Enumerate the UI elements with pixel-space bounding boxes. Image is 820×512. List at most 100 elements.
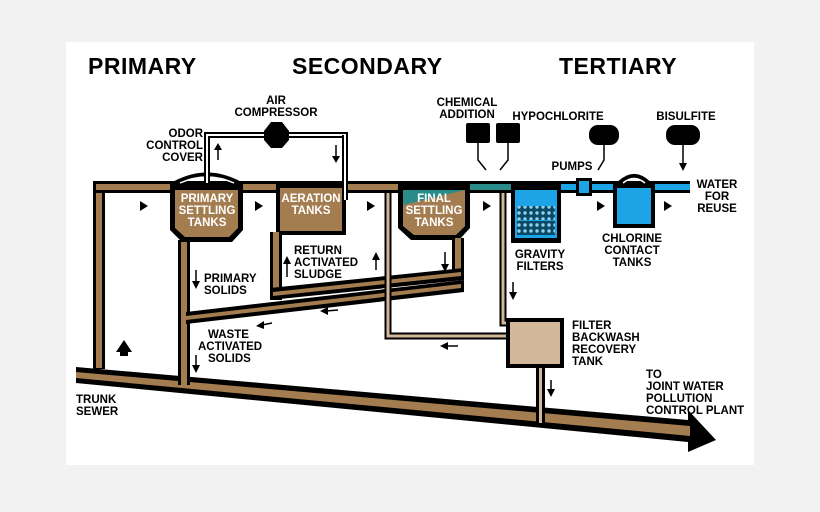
svg-text:TRUNK: TRUNK: [76, 394, 117, 406]
label-pumps: PUMPS: [552, 161, 593, 173]
svg-text:PRIMARY: PRIMARY: [181, 193, 234, 205]
svg-text:ADDITION: ADDITION: [439, 109, 495, 121]
svg-text:RECOVERY: RECOVERY: [572, 344, 636, 356]
return-sludge-pipe: [270, 232, 464, 300]
waste-arrow-icon: [192, 355, 200, 373]
filter-down-arrow-icon: [509, 282, 517, 300]
svg-text:TANKS: TANKS: [292, 205, 331, 217]
up-arrow-icon: [116, 340, 132, 356]
chemical-feed-line: [499, 143, 509, 171]
svg-text:WATER: WATER: [697, 179, 738, 191]
svg-text:FOR: FOR: [705, 191, 730, 203]
bisulfite-arrow-icon: [679, 163, 687, 171]
air-arrow-up-icon: [214, 143, 222, 160]
label-aeration-tanks: AERATION TANKS: [281, 193, 340, 217]
svg-text:CHLORINE: CHLORINE: [602, 233, 662, 245]
primary-solids-pipe: [178, 240, 190, 385]
svg-text:FILTER: FILTER: [572, 320, 612, 332]
svg-text:COVER: COVER: [162, 152, 204, 164]
chlorine-contact-tank: [613, 174, 655, 228]
svg-text:CONTROL: CONTROL: [146, 140, 203, 152]
final-down-arrow-icon: [441, 252, 449, 272]
svg-text:AERATION: AERATION: [281, 193, 340, 205]
label-odor-control-cover: ODOR CONTROL COVER: [146, 128, 204, 164]
svg-text:RETURN: RETURN: [294, 245, 342, 257]
svg-text:GRAVITY: GRAVITY: [515, 249, 566, 261]
svg-text:SEWER: SEWER: [76, 406, 119, 418]
gravity-filter-tank: [511, 183, 561, 243]
flow-arrow-icon: [597, 201, 605, 211]
backwash-flow-arrow-icon: [440, 342, 458, 350]
filter-backwash-recovery-tank: [506, 318, 564, 368]
svg-text:SOLIDS: SOLIDS: [204, 285, 247, 297]
label-chlorine-contact-tanks: CHLORINE CONTACT TANKS: [602, 233, 662, 269]
flow-arrow-icon: [367, 201, 375, 211]
svg-text:REUSE: REUSE: [697, 203, 737, 215]
svg-text:SLUDGE: SLUDGE: [294, 269, 342, 281]
flow-arrow-icon: [664, 201, 672, 211]
waste-flow-arrow-icon: [320, 307, 339, 315]
svg-text:WASTE: WASTE: [208, 329, 249, 341]
svg-text:FILTERS: FILTERS: [516, 261, 563, 273]
chemical-addition-tank-icon: [496, 123, 520, 143]
svg-text:TANKS: TANKS: [415, 217, 454, 229]
aeration-tank: [276, 183, 346, 235]
flow-arrow-icon: [255, 201, 263, 211]
return-arrow-up-icon: [283, 256, 291, 277]
air-arrow-down-icon: [332, 145, 340, 163]
svg-text:TO: TO: [646, 369, 662, 381]
svg-text:ACTIVATED: ACTIVATED: [198, 341, 262, 353]
flow-arrow-icon: [140, 201, 148, 211]
svg-text:SOLIDS: SOLIDS: [208, 353, 251, 365]
influent-riser: [93, 181, 105, 369]
hypochlorite-feed-line: [597, 145, 605, 171]
chemical-feed-line: [477, 143, 487, 171]
hypochlorite-tank-icon: [589, 125, 619, 145]
svg-text:PRIMARY: PRIMARY: [204, 273, 257, 285]
waste-activated-pipe: [186, 280, 464, 324]
svg-text:COMPRESSOR: COMPRESSOR: [234, 107, 318, 119]
recovery-down-arrow-icon: [547, 380, 555, 397]
label-filter-backwash-recovery-tank: FILTER BACKWASH RECOVERY TANK: [572, 320, 640, 368]
svg-text:CONTACT: CONTACT: [604, 245, 659, 257]
pump-icon: [576, 178, 592, 196]
chemical-addition-tank-icon: [466, 123, 490, 143]
recovery-drain-pipe: [536, 368, 545, 423]
label-return-activated-sludge: RETURN ACTIVATED SLUDGE: [294, 245, 358, 281]
label-primary-settling-tanks: PRIMARY SETTLING TANKS: [179, 193, 236, 229]
svg-text:ACTIVATED: ACTIVATED: [294, 257, 358, 269]
primary-solids-arrow-icon: [192, 270, 200, 289]
label-final-settling-tanks: FINAL SETTLING TANKS: [406, 193, 463, 229]
label-hypochlorite: HYPOCHLORITE: [512, 111, 604, 123]
label-air-compressor: AIR COMPRESSOR: [234, 95, 318, 119]
final-settling-tank: [398, 183, 470, 240]
primary-settling-tank: [170, 183, 243, 242]
svg-text:FINAL: FINAL: [417, 193, 451, 205]
svg-text:TANKS: TANKS: [613, 257, 652, 269]
svg-text:CONTROL PLANT: CONTROL PLANT: [646, 405, 744, 417]
return-arrow-up-icon: [372, 252, 380, 270]
svg-text:JOINT WATER: JOINT WATER: [646, 381, 724, 393]
label-bisulfite: BISULFITE: [656, 111, 716, 123]
svg-text:POLLUTION: POLLUTION: [646, 393, 712, 405]
label-joint-plant: TO JOINT WATER POLLUTION CONTROL PLANT: [646, 369, 744, 417]
label-waste-activated-solids: WASTE ACTIVATED SOLIDS: [198, 329, 262, 365]
label-trunk-sewer: TRUNK SEWER: [76, 394, 119, 418]
top-channel: [93, 181, 403, 193]
label-water-for-reuse: WATER FOR REUSE: [697, 179, 738, 215]
label-primary-solids: PRIMARY SOLIDS: [204, 273, 257, 297]
label-chemical-addition: CHEMICAL ADDITION: [437, 97, 498, 121]
flow-arrow-icon: [483, 201, 491, 211]
svg-text:BACKWASH: BACKWASH: [572, 332, 640, 344]
header-primary: PRIMARY: [88, 53, 197, 79]
svg-text:SETTLING: SETTLING: [179, 205, 236, 217]
air-compressor-icon: [264, 122, 289, 148]
svg-text:SETTLING: SETTLING: [406, 205, 463, 217]
svg-text:TANKS: TANKS: [188, 217, 227, 229]
label-gravity-filters: GRAVITY FILTERS: [515, 249, 566, 273]
svg-text:TANK: TANK: [572, 356, 604, 368]
svg-text:CHEMICAL: CHEMICAL: [437, 97, 498, 109]
header-tertiary: TERTIARY: [559, 53, 677, 79]
